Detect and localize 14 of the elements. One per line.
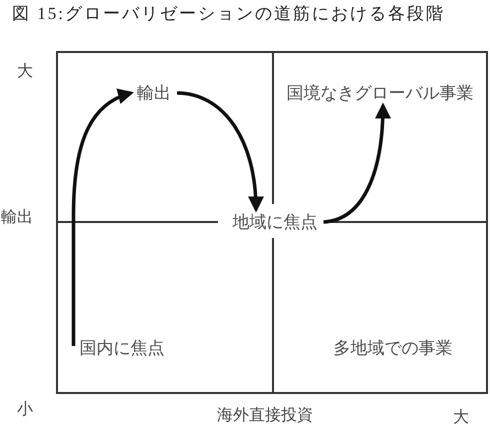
axis-end-label: 大 <box>453 410 469 426</box>
curved-arrow <box>323 102 391 224</box>
axis-end-label: 小 <box>17 402 33 418</box>
curved-arrow <box>72 89 134 346</box>
axis-title: 海外直接投資 <box>217 408 313 424</box>
stage-label: 多地域での事業 <box>328 336 458 360</box>
figure-title: 図 15:グローバリゼーションの道筋における各段階 <box>12 4 445 24</box>
curved-arrow <box>176 91 264 212</box>
stage-label: 地域に焦点 <box>226 210 324 234</box>
stage-label: 国境なきグローバル事業 <box>280 80 480 106</box>
axis-title: 輸出 <box>1 210 33 226</box>
stage-label: 国内に焦点 <box>74 336 170 360</box>
stage-label: 輸出 <box>131 80 177 106</box>
axis-end-label: 大 <box>17 64 33 80</box>
